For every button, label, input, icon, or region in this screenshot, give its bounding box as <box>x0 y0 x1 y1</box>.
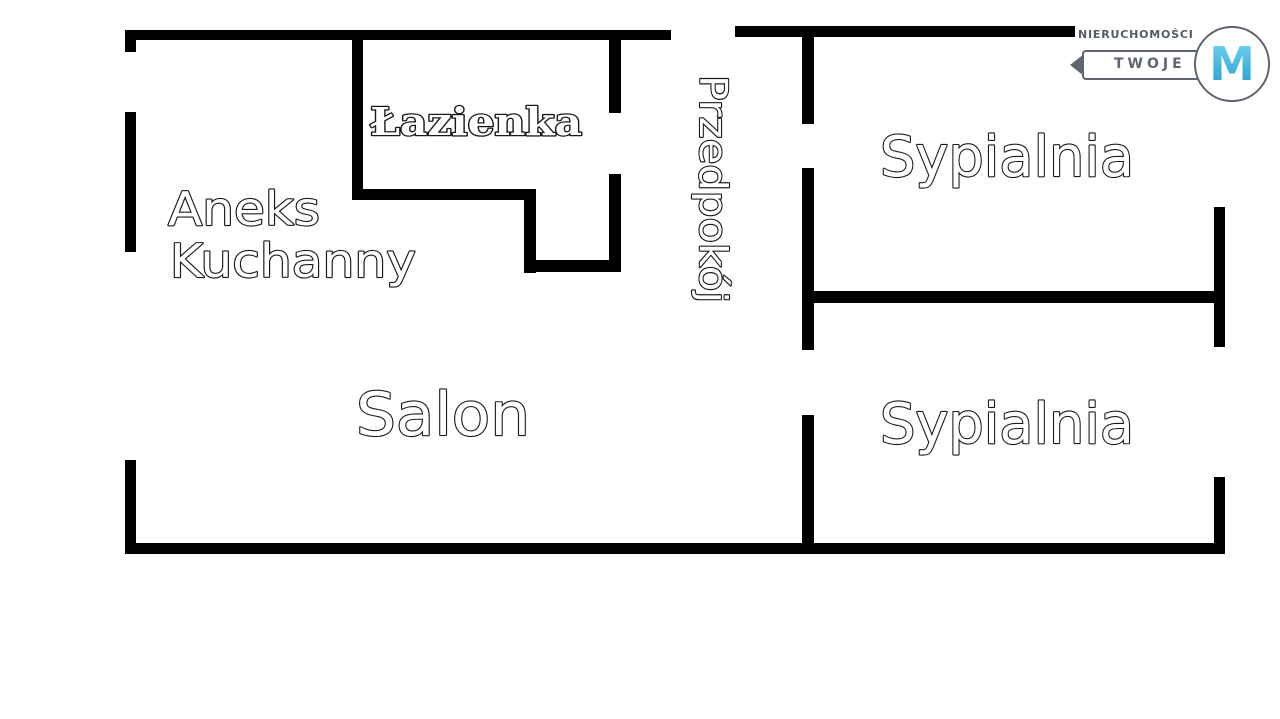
wall-bathroom-step-bottom <box>524 260 621 272</box>
logo-key-shape: TWOJE <box>1082 50 1212 80</box>
wall-bathroom-right-lower <box>609 174 621 272</box>
wall-bedroom-left-top <box>802 30 814 124</box>
wall-top-right <box>735 26 1075 37</box>
wall-left-upper <box>125 30 136 52</box>
room-label-aneks-line2: Kuchanny <box>170 234 416 288</box>
wall-bathroom-left <box>352 36 363 200</box>
room-label-przedpokoj: Przedpokój <box>691 75 735 303</box>
logo-monogram-circle: M <box>1194 26 1270 102</box>
room-label-sypialnia-1: Sypialnia <box>880 125 1134 190</box>
wall-right-upper <box>1214 207 1225 347</box>
wall-bedroom-left-middle <box>802 168 814 350</box>
wall-bedroom-divider <box>802 291 1225 303</box>
logo-key-text: TWOJE <box>1114 56 1186 72</box>
wall-bedroom-left-bottom <box>802 415 814 554</box>
logo-monogram: M <box>1209 37 1255 91</box>
wall-bathroom-bottom <box>352 189 536 200</box>
room-label-salon: Salon <box>356 380 530 450</box>
room-label-sypialnia-2: Sypialnia <box>880 392 1134 457</box>
wall-left-lower <box>125 460 136 554</box>
room-label-lazienka: Łazienka <box>370 99 582 144</box>
key-icon <box>1070 54 1084 76</box>
company-logo: NIERUCHOMOŚCI TWOJE M <box>1070 24 1274 110</box>
wall-bottom <box>125 543 1225 554</box>
wall-bathroom-right-upper <box>609 36 621 113</box>
logo-top-text: NIERUCHOMOŚCI <box>1078 28 1194 41</box>
wall-right-lower <box>1214 477 1225 554</box>
room-label-aneks-line1: Aneks <box>168 182 320 236</box>
wall-left-middle <box>125 112 136 252</box>
wall-top-left <box>125 30 671 40</box>
wall-bathroom-step <box>524 189 536 273</box>
